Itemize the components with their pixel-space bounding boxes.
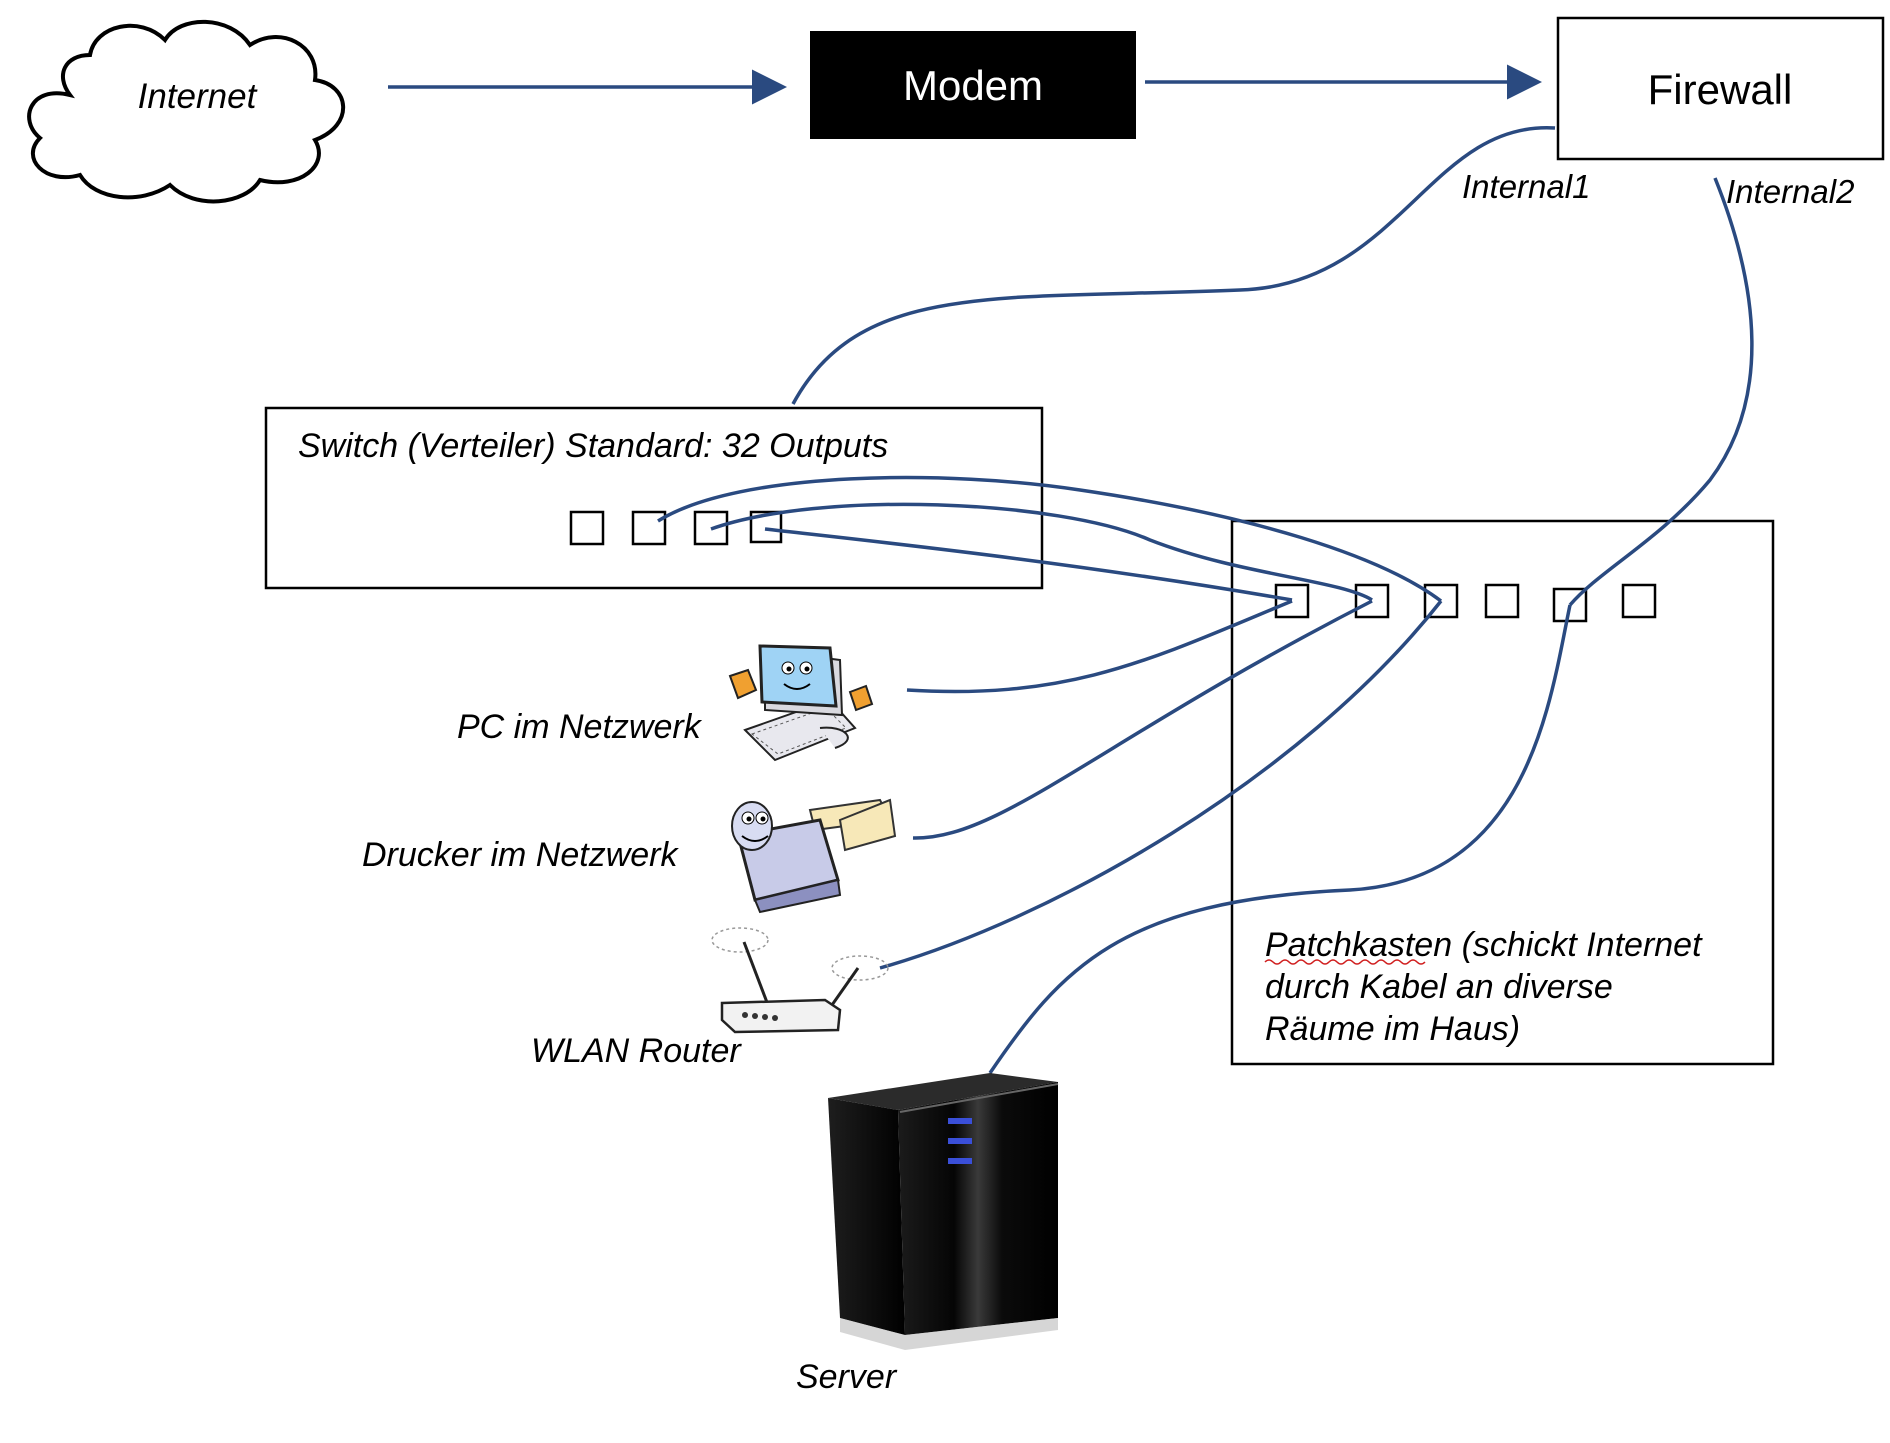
- cable-pc-patch1: [906, 599, 1293, 694]
- switch-box: [264, 406, 1044, 590]
- server-led-3: [948, 1158, 972, 1164]
- server-led-1: [948, 1118, 972, 1124]
- patch-port-6: [1621, 583, 1657, 619]
- pc-label: PC im Netzwerk: [457, 708, 703, 746]
- cable-printer-patch2: [912, 599, 1373, 840]
- switch-port-2: [631, 510, 667, 546]
- router-icon: [711, 927, 889, 1034]
- router-label: WLAN Router: [531, 1032, 742, 1070]
- server-led-2: [948, 1138, 972, 1144]
- patch-label-1: Patchkasten (schickt Internet: [1265, 926, 1703, 964]
- cable-router-patch3: [879, 599, 1443, 970]
- patch-label-line1: Patchkasten (schickt Internet: [1265, 926, 1703, 964]
- server-label: Server: [796, 1358, 898, 1396]
- switch-title: Switch (Verteiler) Standard: 32 Outputs: [298, 427, 888, 465]
- patch-label-3: Räume im Haus): [1265, 1010, 1520, 1048]
- cable-switch3-patch2: [710, 502, 1373, 602]
- spellcheck-underline: [1264, 959, 1426, 965]
- modem-box: [810, 31, 1136, 139]
- cable-switch2-patch3: [657, 475, 1443, 603]
- firewall-box: [1556, 16, 1885, 161]
- printer-icon: [731, 798, 897, 914]
- cloud-icon: [27, 19, 346, 204]
- firewall-label: Firewall: [1648, 66, 1793, 113]
- internet-label: Internet: [138, 77, 258, 116]
- printer-label: Drucker im Netzwerk: [362, 836, 679, 874]
- modem-label: Modem: [903, 62, 1043, 109]
- internal2-label: Internal2: [1726, 173, 1854, 210]
- server-icon: [828, 1073, 1059, 1350]
- cables: [657, 126, 1754, 1074]
- patch-port-2: [1354, 583, 1390, 619]
- internal1-label: Internal1: [1462, 168, 1590, 205]
- switch-port-1: [569, 510, 605, 546]
- switch-port-4: [749, 510, 783, 544]
- cable-server-patch5: [988, 604, 1572, 1074]
- cable-switch4-patch1: [764, 527, 1293, 602]
- pc-icon: [728, 644, 874, 762]
- patch-label-2: durch Kabel an diverse: [1265, 968, 1613, 1006]
- patch-port-4: [1484, 583, 1520, 619]
- cable-internal2-patch: [1568, 177, 1754, 607]
- cable-internal1-switch: [791, 126, 1556, 405]
